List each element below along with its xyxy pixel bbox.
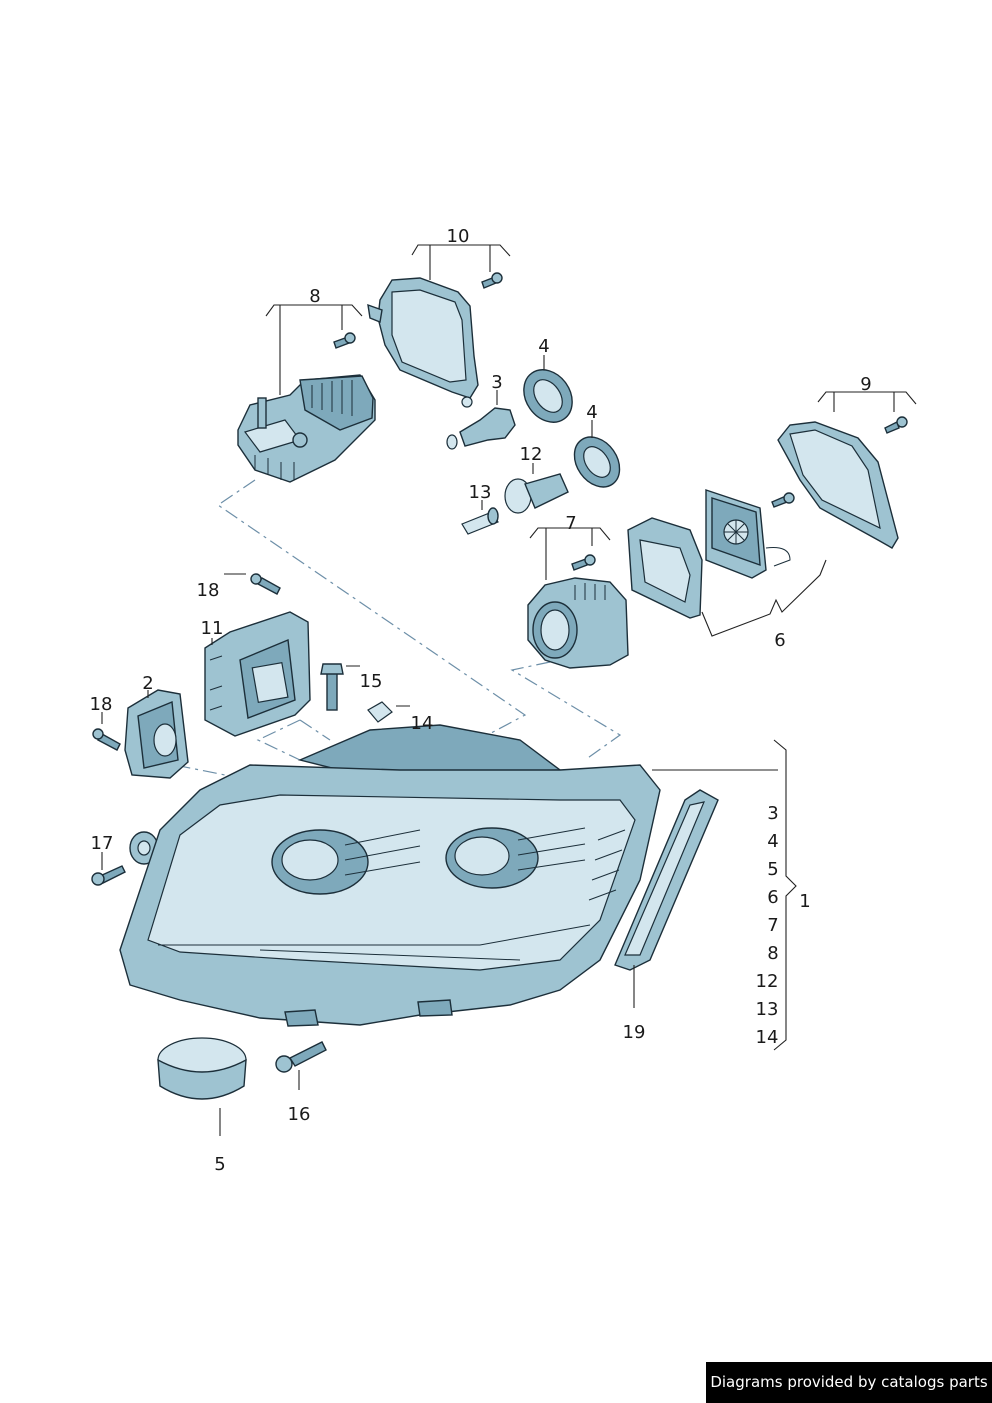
callout-13: 13 [469,482,492,503]
callout-8: 8 [309,286,320,307]
callout-6: 6 [774,630,785,651]
callout-2: 2 [142,673,153,694]
list-item: 12 [756,971,779,992]
list-item: 14 [756,1027,779,1048]
part-6-fan-assembly [627,489,795,619]
callout-19: 19 [623,1022,646,1043]
list-item: 4 [767,831,778,852]
part-8-control-unit [237,332,376,483]
callout-4a: 4 [538,336,549,357]
screw-16 [275,1041,327,1073]
part-12-bulb [504,473,569,514]
callout-18b: 18 [90,694,113,715]
callout-3: 3 [491,372,502,393]
callout-18a: 18 [197,580,220,601]
callout-11: 11 [201,618,224,639]
callout-7: 7 [565,513,576,534]
list-item: 13 [756,999,779,1020]
part-3-bulb [446,407,516,450]
screw-15-nut-14 [320,663,393,723]
part-4-rings [523,369,621,488]
screws-18 [92,573,281,751]
callout-5: 5 [214,1154,225,1175]
list-item: 8 [767,943,778,964]
callout-12: 12 [520,444,543,465]
part-19-trim [614,789,719,971]
part-9-cover [777,416,908,549]
part-1-headlight [119,724,661,1027]
part-10-cover [367,272,503,408]
callout-9: 9 [860,374,871,395]
callout-1: 1 [799,891,810,912]
callout-16: 16 [288,1104,311,1125]
callout-4b: 4 [586,402,597,423]
callout-15: 15 [360,671,383,692]
part-5-cap [157,1037,247,1100]
part-11-led-driver [204,611,311,737]
part-13-bulb [461,507,499,535]
part-2-ballast [124,689,189,779]
list-item: 3 [767,803,778,824]
list-item: 5 [767,859,778,880]
callout-labels: 10 8 4 3 9 4 12 13 7 18 11 6 15 2 18 14 … [90,226,872,1175]
callout-10: 10 [447,226,470,247]
callout-17: 17 [91,833,114,854]
credit-footer: Diagrams provided by catalogs parts [706,1362,992,1403]
list-item: 7 [767,915,778,936]
leader-lines [101,244,917,1136]
part-1-included-list: 3 4 5 6 7 8 12 13 14 [756,803,779,1048]
callout-14: 14 [411,713,434,734]
list-item: 6 [767,887,778,908]
part-7-projector-module [527,554,629,669]
